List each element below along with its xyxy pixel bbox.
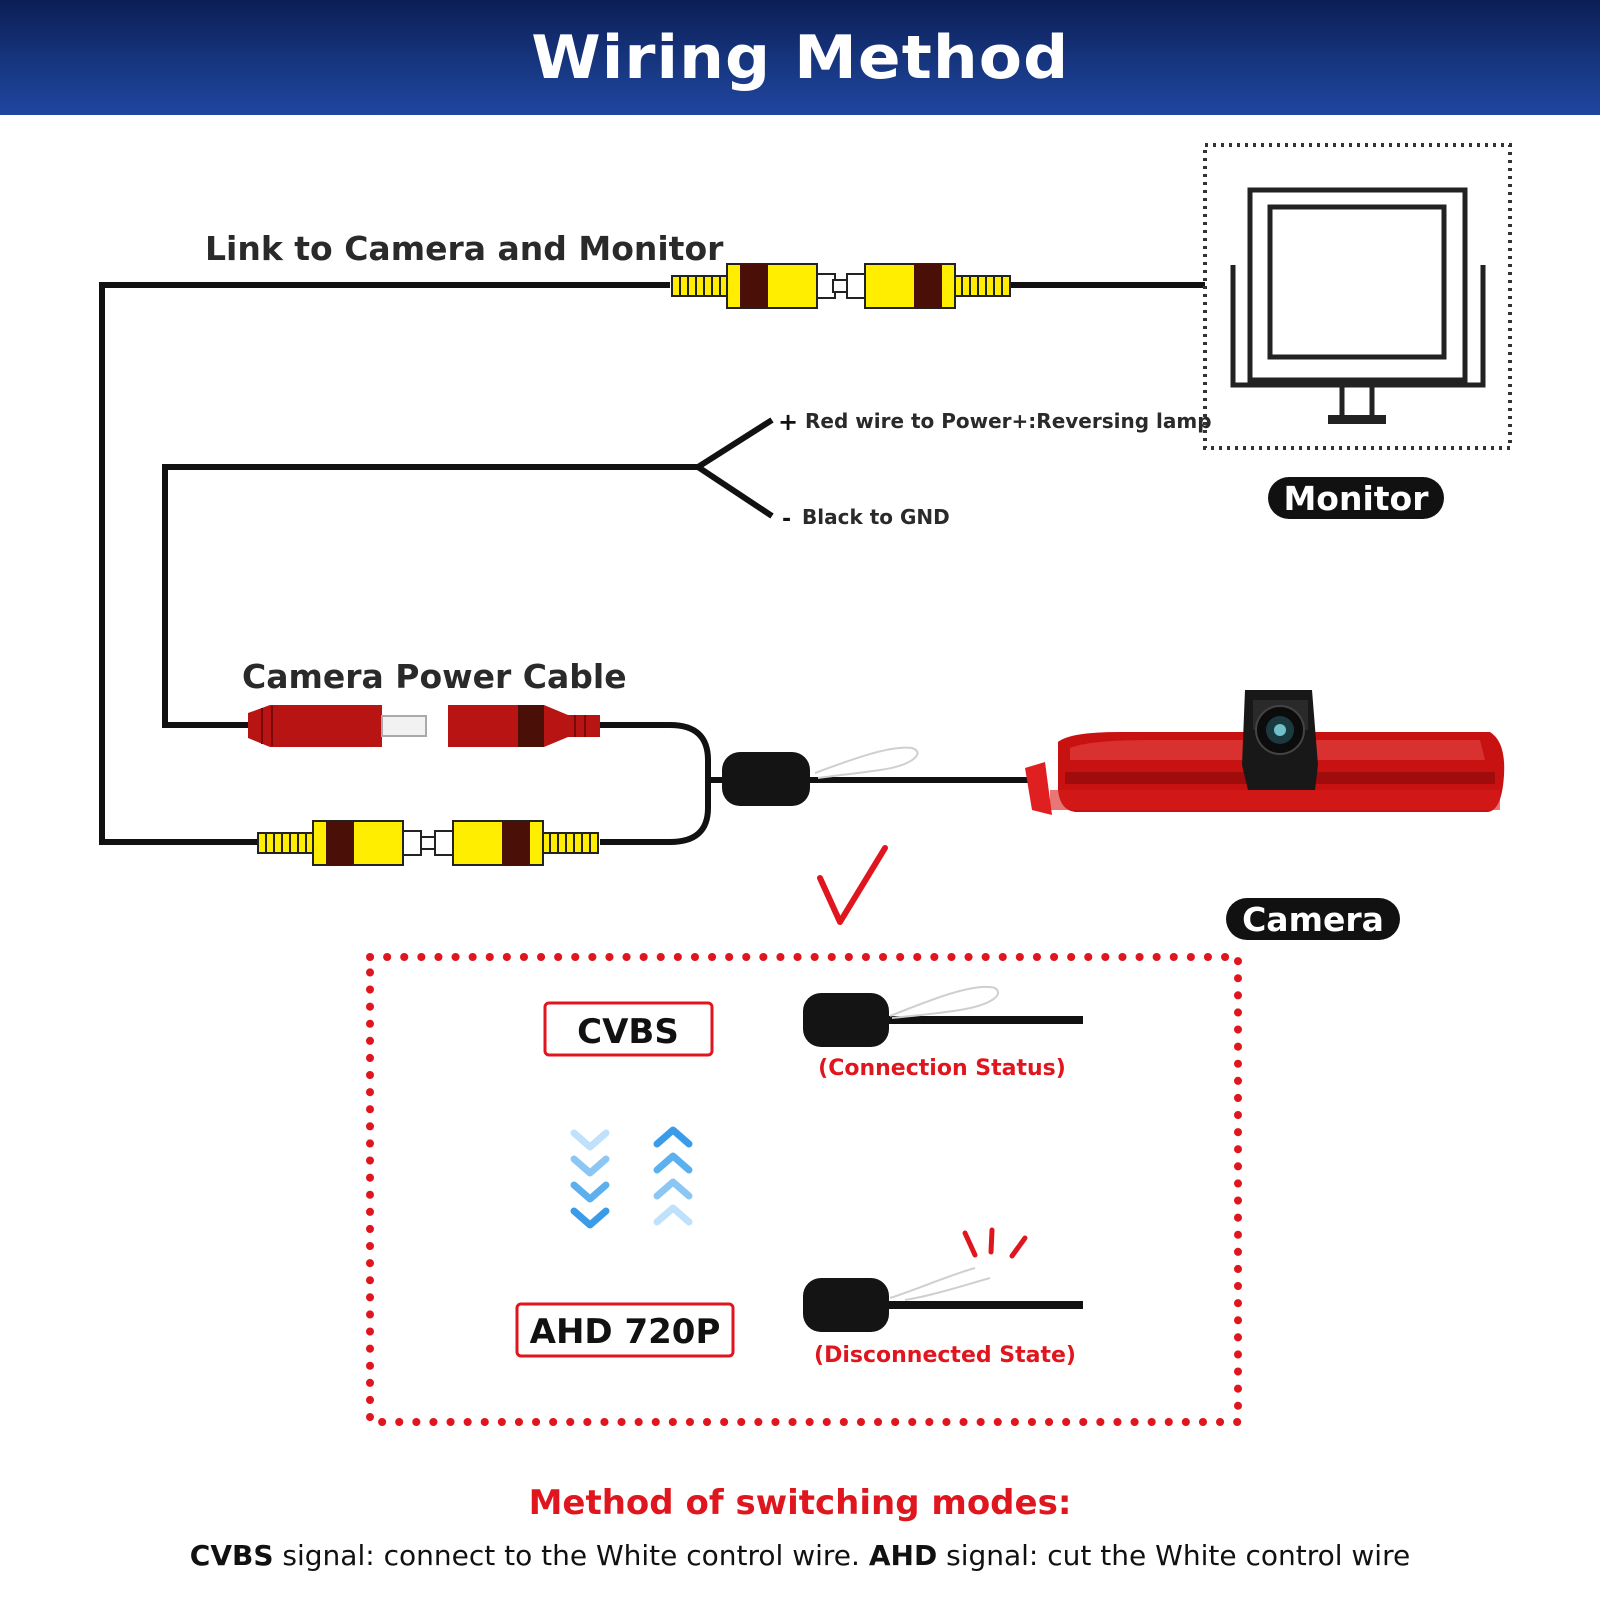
rca-connector-icon	[420, 820, 599, 866]
control-module	[722, 752, 810, 806]
connection-status-label: (Connection Status)	[818, 1056, 1066, 1081]
wire-camera-branch	[600, 722, 1030, 845]
link-label: Link to Camera and Monitor	[205, 229, 724, 268]
cvbs-bold: CVBS	[189, 1539, 274, 1572]
disconnected-module	[803, 1227, 1083, 1332]
wire-power-loop	[162, 417, 774, 728]
plus-sign: +	[778, 408, 798, 436]
monitor-icon	[1203, 143, 1512, 450]
switch-arrows-icon	[570, 1126, 693, 1229]
power-cable-label: Camera Power Cable	[242, 657, 627, 696]
camera-badge: Camera	[1226, 898, 1400, 940]
mode-switch-panel: CVBS AHD 720P (Connection Status) (Disco…	[366, 953, 1242, 1426]
disconnected-state-label: (Disconnected State)	[814, 1343, 1076, 1368]
red-wire-label: Red wire to Power+:Reversing lamp	[805, 409, 1212, 433]
power-connector-icon	[248, 705, 427, 747]
camera-label: Camera	[1242, 900, 1384, 939]
ahd-label: AHD 720P	[530, 1312, 721, 1352]
ahd-badge: AHD 720P	[515, 1302, 735, 1358]
switching-title: Method of switching modes:	[528, 1483, 1072, 1523]
cvbs-label: CVBS	[577, 1012, 679, 1052]
check-mark-icon	[817, 845, 888, 925]
wiring-diagram: Link to Camera and Monitor + Red wire to…	[99, 143, 1512, 1426]
camera-icon	[1025, 690, 1505, 815]
ahd-text: signal: cut the White control wire	[937, 1539, 1411, 1572]
black-wire-label: Black to GND	[802, 505, 950, 529]
ahd-bold: AHD	[868, 1539, 938, 1572]
switching-instructions: CVBS signal: connect to the White contro…	[0, 1539, 1600, 1572]
connected-module	[803, 985, 1083, 1047]
header-banner: Wiring Method	[0, 0, 1600, 115]
cvbs-badge: CVBS	[543, 1001, 714, 1057]
power-connector-icon	[448, 705, 600, 747]
rca-connector-icon	[257, 820, 436, 866]
rca-connector-icon	[832, 263, 1011, 309]
page-title: Wiring Method	[530, 22, 1070, 93]
minus-sign: -	[782, 507, 791, 532]
wire-video-loop	[99, 282, 1205, 845]
rca-connector-icon	[671, 263, 850, 309]
cvbs-text: signal: connect to the White control wir…	[273, 1539, 869, 1572]
monitor-badge: Monitor	[1268, 477, 1444, 519]
monitor-label: Monitor	[1283, 479, 1429, 518]
